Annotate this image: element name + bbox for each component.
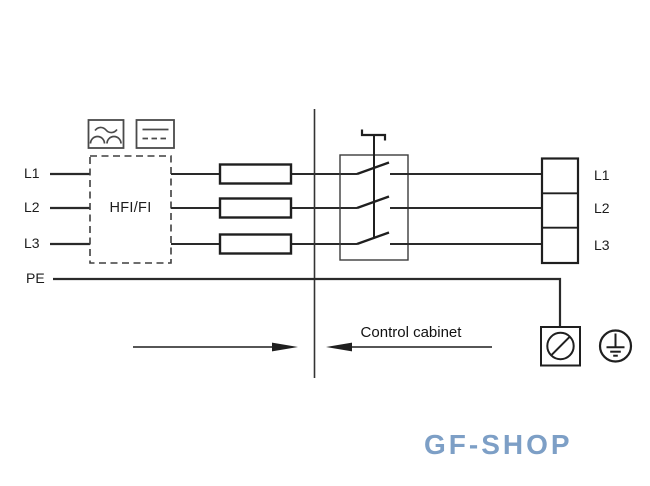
label-l2-out: L2 [594,200,610,216]
ac-pulsating-wave-icon [87,119,125,149]
label-l3-out: L3 [594,237,610,253]
arrow-left-icon [326,342,492,352]
fuse-symbol [218,197,293,219]
control-cabinet-label: Control cabinet [360,324,462,341]
rcd-device-label: HFI/FI [109,200,152,216]
screw-terminal-icon [540,326,581,367]
label-l1-in: L1 [24,165,40,181]
fuse-symbols [218,163,293,255]
arrow-right-icon [133,342,298,352]
fuse-symbol [218,233,293,255]
switch-contact-l3 [356,231,390,246]
outgoing-wires [390,173,542,245]
label-l1-out: L1 [594,167,610,183]
switch-handle-icon [360,129,387,141]
rcd-type-icons [87,119,175,149]
fuse-symbol [218,163,293,185]
three-pole-switch-symbol [339,129,409,261]
terminal-block [540,157,580,265]
label-l3-in: L3 [24,235,40,251]
label-l2-in: L2 [24,199,40,215]
shop-watermark: GF-SHOP [424,429,573,460]
incoming-wires [50,172,90,246]
label-pe: PE [26,270,45,286]
rcd-dashed-box [89,155,172,264]
boundary-arrows [133,342,492,352]
dc-line-icon [135,119,175,149]
wire-pe [53,277,562,327]
middle-wires [171,173,357,245]
earth-ground-icon [598,329,633,363]
